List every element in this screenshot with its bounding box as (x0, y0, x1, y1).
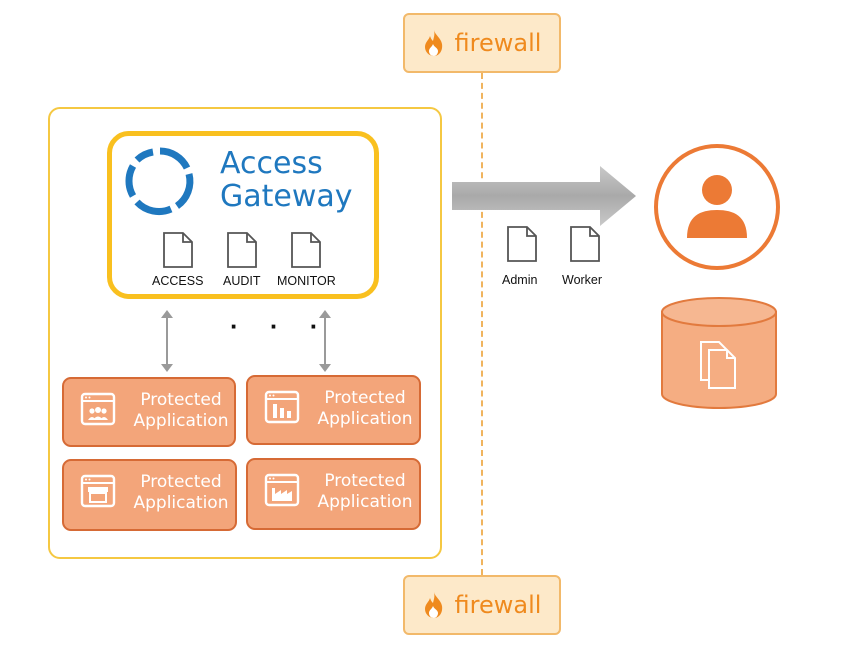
app-label-line-2: Application (133, 493, 229, 513)
user-icon (654, 144, 780, 270)
firewall-badge-top: firewall (403, 13, 561, 73)
ellipsis: · · · (230, 311, 331, 341)
firewall-label: firewall (454, 29, 542, 57)
doc-label-admin: Admin (502, 273, 538, 287)
access-gateway-box (107, 131, 379, 299)
users-window-icon (80, 392, 116, 426)
app-label-line-1: Protected (140, 472, 222, 492)
document-icon (227, 232, 257, 268)
flame-icon (424, 592, 442, 618)
flame-icon (424, 30, 442, 56)
app-label-line-2: Application (317, 492, 413, 512)
protected-application-3: Protected Application (62, 459, 237, 531)
doc-label-monitor: MONITOR (277, 274, 336, 288)
data-flow-arrow-icon (452, 166, 636, 226)
firewall-boundary-line (481, 73, 483, 575)
document-icon (291, 232, 321, 268)
database-documents-icon (661, 297, 777, 409)
access-gateway-title: Access Gateway (220, 147, 353, 213)
app-label-line-2: Application (317, 409, 413, 429)
title-line-1: Access (220, 146, 323, 181)
app-label-line-1: Protected (140, 390, 222, 410)
doc-label-worker: Worker (562, 273, 603, 287)
protected-application-4: Protected Application (246, 458, 421, 530)
protected-application-2: Protected Application (246, 375, 421, 445)
firewall-label: firewall (454, 591, 542, 619)
document-icon (163, 232, 193, 268)
app-label: Protected Application (310, 388, 420, 430)
app-label-line-2: Application (133, 411, 229, 431)
document-icon (570, 226, 600, 262)
app-label-line-1: Protected (324, 471, 406, 491)
protected-application-1: Protected Application (62, 377, 236, 447)
chart-window-icon (264, 390, 300, 424)
store-window-icon (80, 474, 116, 508)
app-label: Protected Application (126, 390, 236, 432)
factory-window-icon (264, 473, 300, 507)
app-label-line-1: Protected (324, 388, 406, 408)
doc-label-audit: AUDIT (223, 274, 261, 288)
document-icon (507, 226, 537, 262)
doc-label-access: ACCESS (152, 274, 204, 288)
title-line-2: Gateway (220, 179, 353, 214)
app-label: Protected Application (126, 472, 236, 514)
app-label: Protected Application (310, 471, 420, 513)
ring-logo-icon (125, 147, 194, 216)
bidirectional-arrow-icon (319, 310, 331, 372)
bidirectional-arrow-icon (161, 310, 173, 372)
firewall-badge-bottom: firewall (403, 575, 561, 635)
